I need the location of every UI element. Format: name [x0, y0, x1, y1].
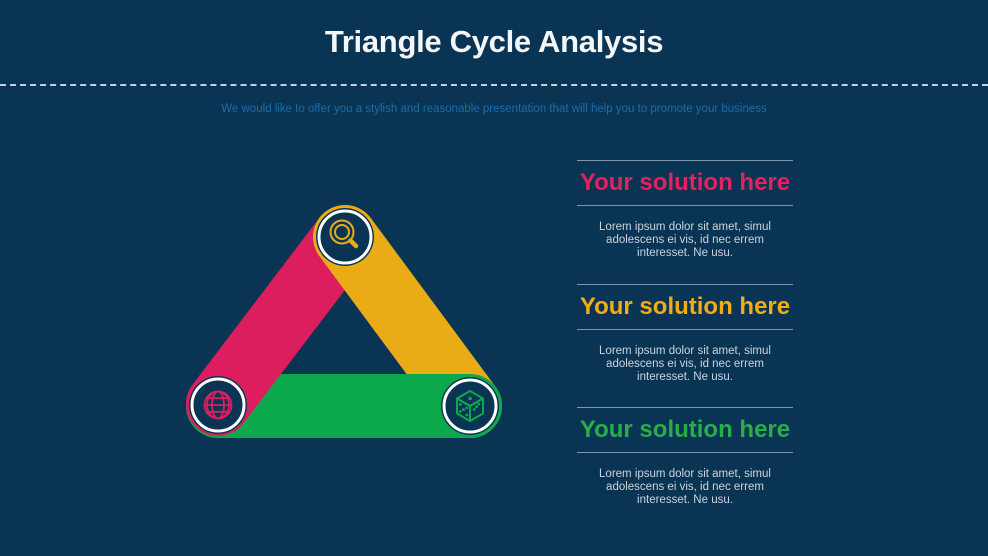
section-heading: Your solution here — [579, 416, 791, 443]
dice-icon — [456, 390, 484, 422]
node-search — [316, 208, 374, 266]
solution-section-2: Your solution here Lorem ipsum dolor sit… — [577, 284, 793, 384]
node-globe — [189, 376, 247, 434]
section-heading: Your solution here — [579, 169, 791, 196]
node-white-ring — [317, 209, 373, 265]
magnifier-icon — [329, 219, 359, 249]
section-heading: Your solution here — [579, 293, 791, 320]
section-divider-bottom — [577, 329, 793, 330]
section-body: Lorem ipsum dolor sit amet, simul adoles… — [599, 345, 771, 383]
globe-icon — [203, 390, 233, 420]
section-divider-top — [577, 407, 793, 408]
section-divider-bottom — [577, 452, 793, 453]
slide-title: Triangle Cycle Analysis — [324, 24, 664, 59]
section-body: Lorem ipsum dolor sit amet, simul adoles… — [599, 221, 771, 259]
section-divider-bottom — [577, 205, 793, 206]
dashed-divider — [0, 84, 988, 86]
section-divider-top — [577, 160, 793, 161]
solution-section-1: Your solution here Lorem ipsum dolor sit… — [577, 160, 793, 260]
solution-section-3: Your solution here Lorem ipsum dolor sit… — [577, 407, 793, 507]
node-dice — [441, 377, 499, 435]
slide-subtitle: We would like to offer you a stylish and… — [221, 103, 767, 115]
section-divider-top — [577, 284, 793, 285]
section-body: Lorem ipsum dolor sit amet, simul adoles… — [599, 468, 771, 506]
bar-pink — [186, 205, 377, 436]
